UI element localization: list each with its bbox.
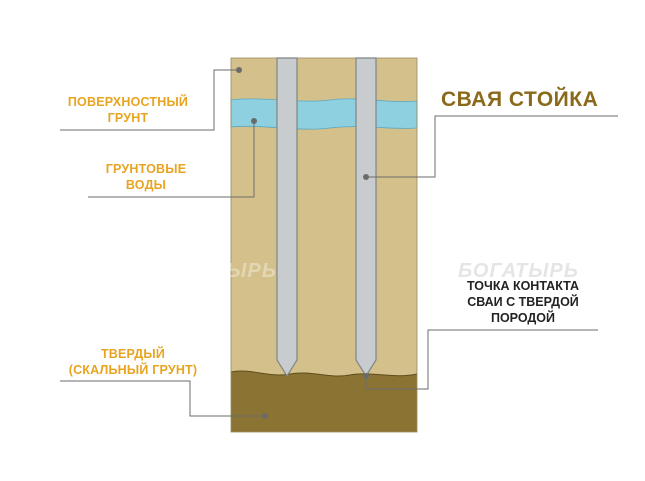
groundwater-layer [230,98,418,130]
soil-column-outline [230,57,418,433]
dot-surface-soil [236,67,242,73]
diagram-title: СВАЯ СТОЙКА [441,88,599,111]
dot-pile [363,174,369,180]
dot-groundwater [251,118,257,124]
label-contact-point-line-1: ТОЧКА КОНТАКТА [466,279,580,293]
leader-groundwater [88,122,255,198]
dot-contact-point [363,373,369,379]
label-hard-soil-line-2: (СКАЛЬНЫЙ ГРУНТ) [68,363,198,377]
leader-surface-soil [60,69,238,131]
label-hard-soil-line-1: ТВЕРДЫЙ [100,347,166,361]
label-groundwater-line-2: ВОДЫ [125,178,167,192]
dot-hard-soil [262,413,268,419]
label-surface-soil-line-1: ПОВЕРХНОСТНЫЙ [67,95,189,109]
label-hard-soil: ТВЕРДЫЙ (СКАЛЬНЫЙ ГРУНТ) [58,346,208,378]
hard-rock-layer [231,371,417,432]
watermark-left: БОГАТЫРЬ [156,260,277,282]
leader-contact-point [365,329,598,390]
rock-boundary [230,370,418,377]
label-groundwater-line-1: ГРУНТОВЫЕ [105,162,187,176]
leader-pile [366,115,618,178]
label-contact-point-line-2: СВАИ С ТВЕРДОЙ [467,295,579,309]
leader-hard-soil [60,380,265,417]
label-surface-soil-line-2: ГРУНТ [107,111,149,125]
label-contact-point: ТОЧКА КОНТАКТА СВАИ С ТВЕРДОЙ ПОРОДОЙ [448,278,598,326]
pile-right [355,57,377,378]
label-surface-soil: ПОВЕРХНОСТНЫЙ ГРУНТ [58,94,198,126]
label-groundwater: ГРУНТОВЫЕ ВОДЫ [86,161,206,193]
label-contact-point-line-3: ПОРОДОЙ [490,311,556,325]
watermark-right: БОГАТЫРЬ [458,260,579,282]
pile-left [276,57,298,378]
